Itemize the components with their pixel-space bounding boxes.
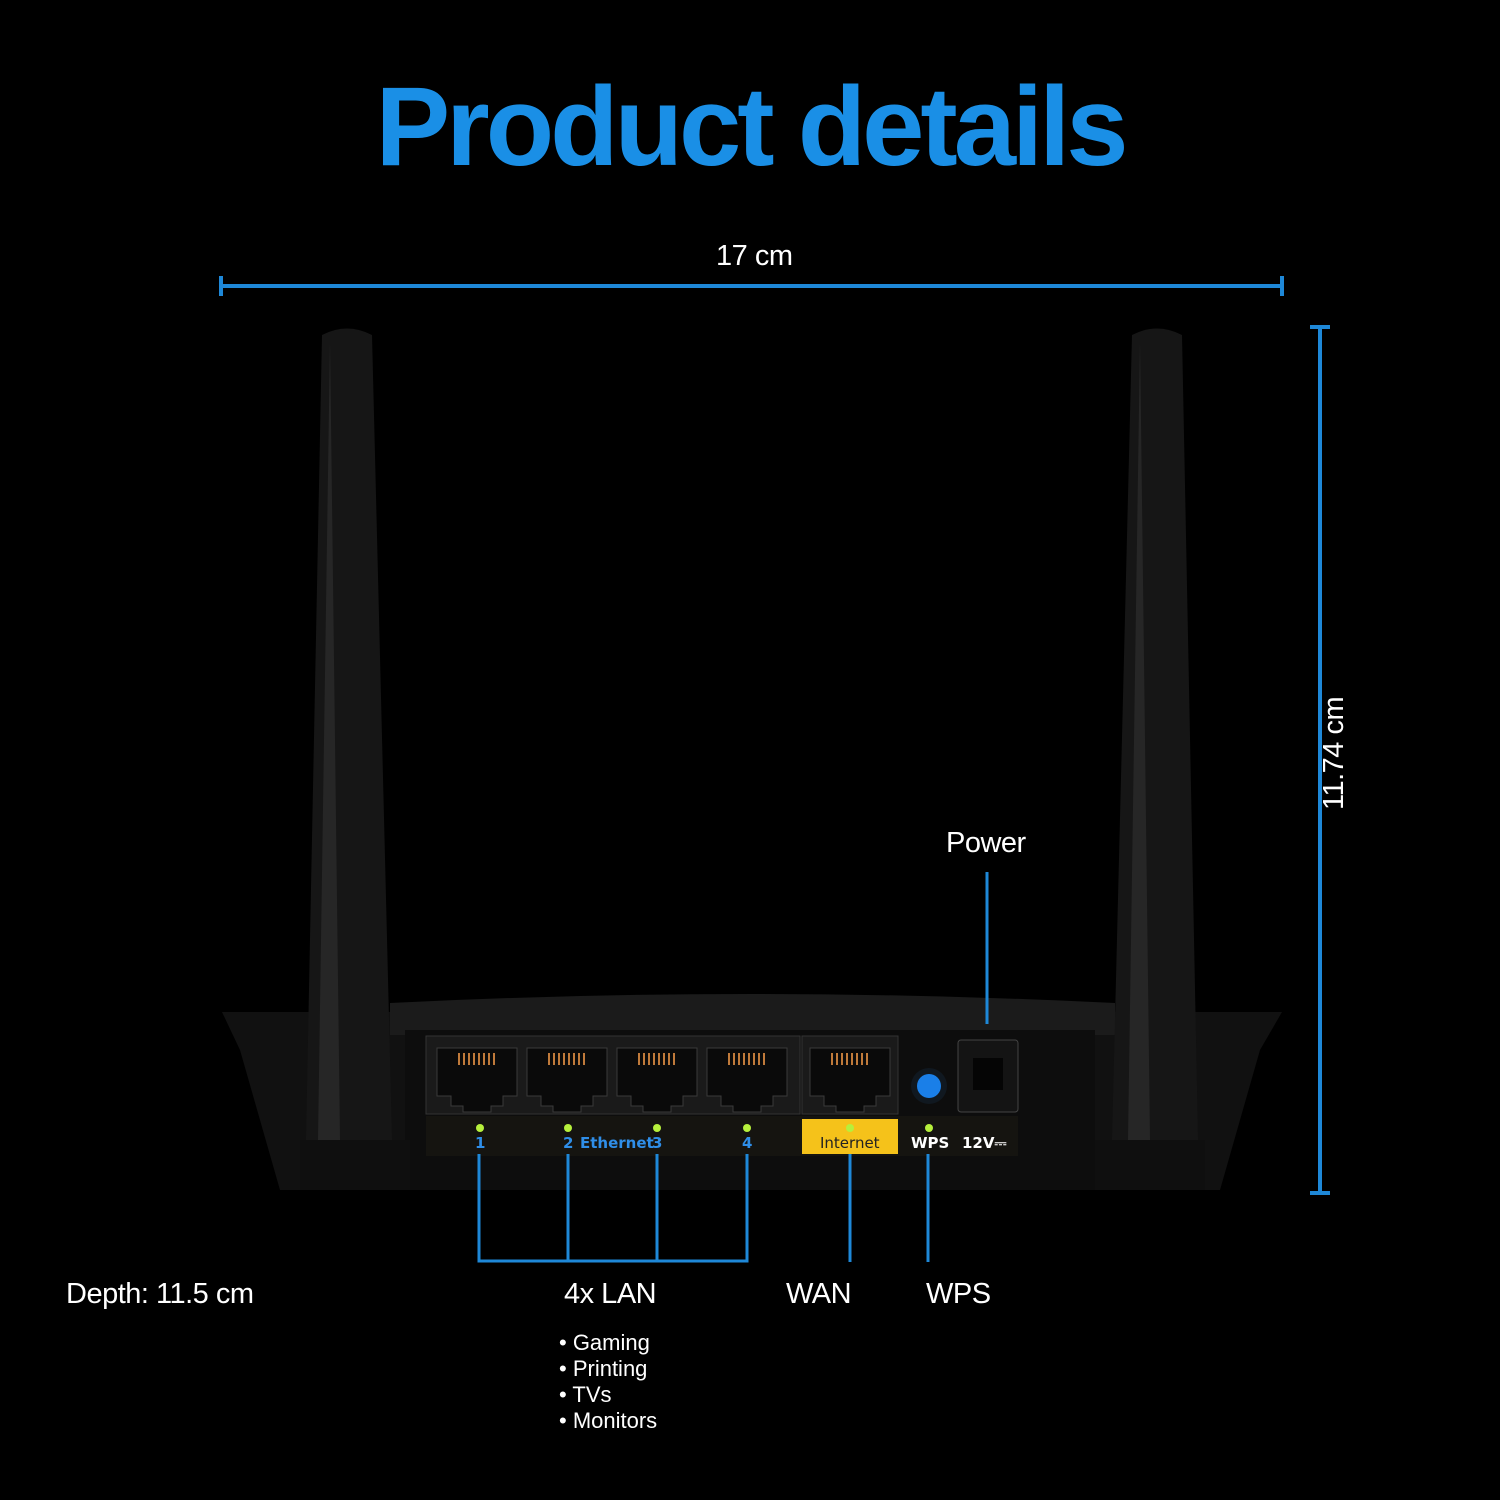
port-pin [856, 1053, 858, 1065]
width-label: 17 cm [716, 240, 793, 272]
right-antenna [1112, 328, 1198, 1148]
port-pin [738, 1053, 740, 1065]
ethernet-port [526, 1047, 608, 1113]
lan-use-item: • Monitors [559, 1408, 658, 1433]
port-2-label: 2 [563, 1134, 573, 1152]
port-pin [483, 1053, 485, 1065]
port-pin [473, 1053, 475, 1065]
port-pin [748, 1053, 750, 1065]
port-pin [831, 1053, 833, 1065]
port-leds [476, 1124, 933, 1132]
lan-use-item: • TVs [559, 1382, 612, 1407]
port-pin [728, 1053, 730, 1065]
port-pin [851, 1053, 853, 1065]
port-pin [758, 1053, 760, 1065]
page-title: Product details [375, 64, 1128, 189]
port-3-label: 3 [652, 1134, 662, 1152]
port-pin [563, 1053, 565, 1065]
port-pin [743, 1053, 745, 1065]
port-pin [463, 1053, 465, 1065]
ethernet-label: Ethernet [580, 1134, 654, 1152]
port-pin [488, 1053, 490, 1065]
power-port-label: 12V⎓ [962, 1134, 1006, 1152]
port-pin [553, 1053, 555, 1065]
lan-use-item: • Gaming [559, 1330, 650, 1355]
width-dimension-line [219, 276, 1284, 296]
port-pin [638, 1053, 640, 1065]
port-pin [558, 1053, 560, 1065]
port-pin [668, 1053, 670, 1065]
lan-uses-list: • Gaming • Printing • TVs • Monitors [559, 1330, 657, 1434]
port-pin [673, 1053, 675, 1065]
wan-callout: WAN [786, 1278, 852, 1310]
ethernet-ports [436, 1047, 891, 1113]
port-pin [548, 1053, 550, 1065]
port-pin [493, 1053, 495, 1065]
port-pin [573, 1053, 575, 1065]
port-pin [643, 1053, 645, 1065]
ethernet-port [436, 1047, 518, 1113]
port-pin [568, 1053, 570, 1065]
port-pin [478, 1053, 480, 1065]
callout-lines [477, 872, 989, 1263]
lan-callout: 4x LAN [564, 1278, 657, 1310]
port-pin [583, 1053, 585, 1065]
internet-label: Internet [820, 1134, 880, 1152]
port-pin [658, 1053, 660, 1065]
port-pin [841, 1053, 843, 1065]
wps-callout: WPS [926, 1278, 991, 1310]
port-pin [578, 1053, 580, 1065]
port-pin [763, 1053, 765, 1065]
port-pin [733, 1053, 735, 1065]
height-label-text: 11.74 cm [1318, 696, 1350, 810]
port-pin [846, 1053, 848, 1065]
port-pin [648, 1053, 650, 1065]
left-antenna [306, 328, 392, 1148]
port-pin [653, 1053, 655, 1065]
port-4-label: 4 [742, 1134, 752, 1152]
port-pin [468, 1053, 470, 1065]
ethernet-port [809, 1047, 891, 1113]
port-pin [753, 1053, 755, 1065]
ethernet-port [616, 1047, 698, 1113]
port-pin [458, 1053, 460, 1065]
port-1-label: 1 [475, 1134, 485, 1152]
port-pin [861, 1053, 863, 1065]
wps-button [917, 1074, 941, 1098]
height-dimension-line [1310, 325, 1330, 1195]
wps-port-label: WPS [911, 1134, 949, 1152]
ethernet-port [706, 1047, 788, 1113]
port-pin [836, 1053, 838, 1065]
depth-label: Depth: 11.5 cm [66, 1278, 254, 1310]
power-callout: Power [946, 827, 1026, 859]
lan-use-item: • Printing [559, 1356, 648, 1381]
port-pin [866, 1053, 868, 1065]
port-pin [663, 1053, 665, 1065]
